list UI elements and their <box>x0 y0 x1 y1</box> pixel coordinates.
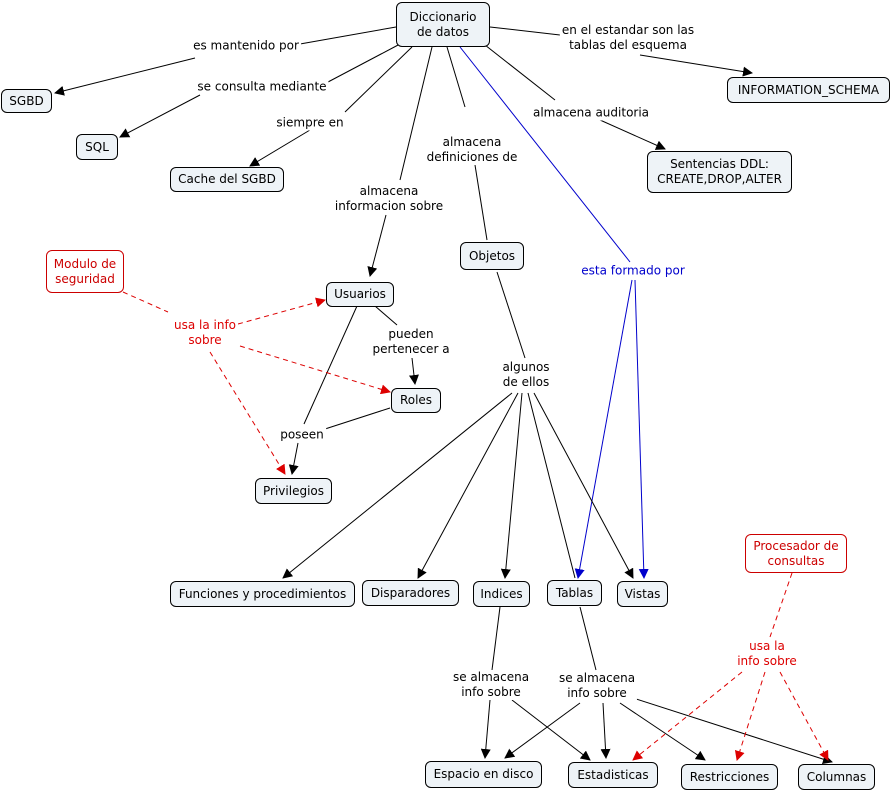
node-privilegios[interactable]: Privilegios <box>255 478 332 504</box>
node-modulo-seguridad[interactable]: Modulo de seguridad <box>46 250 124 293</box>
label-almacena-definiciones: almacena definiciones de <box>424 135 520 165</box>
node-sentencias-ddl[interactable]: Sentencias DDL: CREATE,DROP,ALTER <box>647 151 792 193</box>
edge-diccionario-label-blue <box>459 46 631 263</box>
edge-label-vistas-blue <box>634 279 649 579</box>
label-almacena-informacion: almacena informacion sobre <box>332 184 446 214</box>
edge-roles-poseen <box>324 407 391 430</box>
node-sql[interactable]: SQL <box>76 134 118 160</box>
edge-diccionario-label <box>344 46 413 113</box>
edge-diccionario-label <box>484 44 556 101</box>
label-pueden-pertenecer: pueden pertenecer a <box>370 327 452 357</box>
edge-label-indices <box>500 392 523 579</box>
node-sgbd[interactable]: SGBD <box>1 89 52 113</box>
node-diccionario[interactable]: Diccionario de datos <box>396 2 490 47</box>
edge-label-disparadores <box>417 392 519 579</box>
edge-label-usuarios <box>367 214 387 277</box>
edge-label-vistas <box>533 392 634 579</box>
edge-label-sql <box>119 94 201 138</box>
edge-diccionario-label <box>489 26 561 36</box>
label-en-el-estandar: en el estandar son las tablas del esquem… <box>559 23 697 53</box>
label-se-almacena-info-indices: se almacena info sobre <box>450 670 532 700</box>
node-funciones[interactable]: Funciones y procedimientos <box>170 581 355 607</box>
label-se-consulta-mediante: se consulta mediante <box>195 79 329 95</box>
edge-label-restricciones-red <box>734 671 766 761</box>
edge-indices-label <box>491 606 501 671</box>
edge-label-tablas <box>527 392 576 579</box>
edge-label-espacio <box>504 702 581 759</box>
node-disparadores[interactable]: Disparadores <box>362 580 459 606</box>
label-siempre-en: siempre en <box>274 115 346 131</box>
edge-objetos-label <box>496 271 526 359</box>
edge-procesador-label-red <box>769 572 793 638</box>
node-vistas[interactable]: Vistas <box>617 581 668 607</box>
edge-usuarios-label <box>374 305 398 326</box>
node-restricciones[interactable]: Restricciones <box>681 764 778 790</box>
node-roles[interactable]: Roles <box>391 388 441 413</box>
node-usuarios[interactable]: Usuarios <box>326 282 394 307</box>
node-tablas[interactable]: Tablas <box>547 580 602 606</box>
node-objetos[interactable]: Objetos <box>460 242 524 270</box>
label-esta-formado-por: esta formado por <box>579 263 687 279</box>
edge-diccionario-label <box>399 46 433 181</box>
label-es-mantenido-por: es mantenido por <box>191 38 301 54</box>
label-usa-la-info-sobre-1: usa la info sobre <box>171 318 239 348</box>
edge-label-espacio <box>480 699 491 759</box>
node-columnas[interactable]: Columnas <box>798 764 875 790</box>
label-se-almacena-info-tablas: se almacena info sobre <box>556 671 638 701</box>
edge-label-tablas-blue <box>574 279 633 579</box>
node-estadisticas[interactable]: Estadisticas <box>568 762 658 788</box>
edge-label-sgbd <box>54 57 196 96</box>
node-information-schema[interactable]: INFORMATION_SCHEMA <box>727 77 890 103</box>
edge-label-roles <box>409 357 419 385</box>
edge-usuarios-poseen <box>303 305 358 425</box>
edge-label-sentencias <box>599 119 666 150</box>
edge-label-information-schema <box>639 54 753 77</box>
edge-label-restricciones <box>619 702 706 761</box>
edge-label-columnas-red <box>779 671 829 761</box>
label-poseen: poseen <box>278 427 326 443</box>
edge-diccionario-label <box>446 46 466 108</box>
edge-poseen-privilegios <box>288 442 299 475</box>
edge-diccionario-label <box>299 26 397 45</box>
label-usa-la-info-sobre-2: usa la info sobre <box>735 639 799 669</box>
edge-label-columnas <box>629 696 833 765</box>
node-procesador-consultas[interactable]: Procesador de consultas <box>745 534 847 573</box>
node-cache[interactable]: Cache del SGBD <box>170 167 284 192</box>
label-almacena-auditoria: almacena auditoria <box>530 105 652 121</box>
edge-diccionario-label <box>327 43 401 83</box>
node-espacio-disco[interactable]: Espacio en disco <box>425 761 542 788</box>
edge-label-estadisticas <box>600 702 611 759</box>
edge-label-estadisticas <box>511 699 591 761</box>
edge-label-funciones <box>282 392 513 579</box>
edge-label-cache <box>249 129 311 167</box>
edge-label-usuarios-red <box>237 297 326 325</box>
label-algunos-de-ellos: algunos de ellos <box>500 360 552 390</box>
edge-label-roles-red <box>239 345 391 395</box>
edge-label-objetos <box>474 164 488 241</box>
edge-tablas-label <box>579 606 597 671</box>
edge-label-privilegios-red <box>209 351 286 475</box>
node-indices[interactable]: Indices <box>473 581 530 607</box>
edge-modulo-label-red <box>122 291 169 313</box>
